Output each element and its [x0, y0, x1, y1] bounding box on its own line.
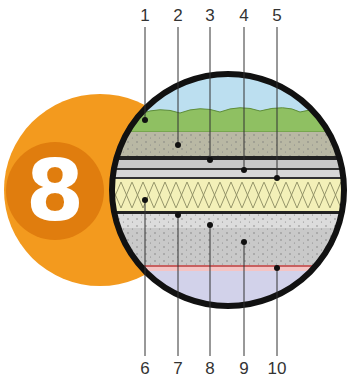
callout-number: 5 — [272, 7, 281, 24]
callout-number: 4 — [239, 7, 248, 24]
callout-number: 8 — [205, 360, 214, 377]
callout-number: 2 — [173, 7, 182, 24]
lens-rim — [112, 74, 344, 306]
callout-number: 10 — [268, 360, 287, 377]
callout-dots — [142, 117, 280, 271]
callout-number: 1 — [140, 7, 149, 24]
number-badge: 8 — [4, 140, 106, 242]
callout-number: 7 — [173, 360, 182, 377]
callout-number: 3 — [205, 7, 214, 24]
leader-lines — [145, 27, 277, 356]
callout-number: 9 — [239, 360, 248, 377]
layer-section — [100, 60, 348, 321]
badge-number: 8 — [26, 149, 84, 233]
callout-number: 6 — [140, 360, 149, 377]
